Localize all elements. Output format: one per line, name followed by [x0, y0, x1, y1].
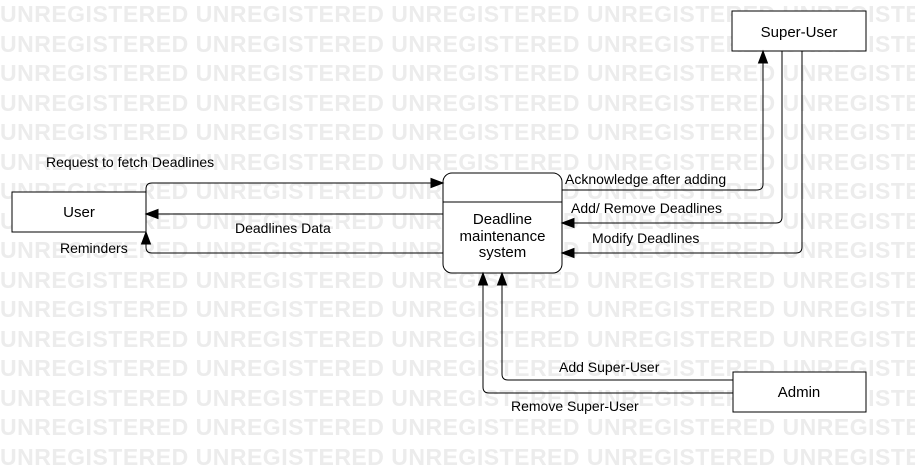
flow-label-reminders: Reminders [60, 240, 128, 256]
watermark-line: UNREGISTERED UNREGISTERED UNREGISTERED U… [0, 443, 915, 465]
process-label-line1: Deadline [473, 211, 532, 228]
super-user-entity-label: Super-User [761, 24, 838, 41]
flow-modify-deadlines: Modify Deadlines [560, 51, 803, 259]
user-entity-label: User [63, 204, 95, 221]
flow-label-request-fetch: Request to fetch Deadlines [46, 154, 214, 170]
user-entity[interactable]: User [11, 191, 147, 233]
flow-label-remove-super-user: Remove Super-User [511, 398, 639, 414]
flow-deadlines-data: Deadlines Data [144, 208, 443, 236]
flow-label-modify-deadlines: Modify Deadlines [592, 230, 699, 246]
watermark-line: UNREGISTERED UNREGISTERED UNREGISTERED U… [0, 325, 915, 352]
flow-reminders: Reminders [60, 230, 443, 256]
flow-label-deadlines-data: Deadlines Data [235, 220, 331, 236]
flow-acknowledge: Acknowledge after adding [562, 49, 769, 191]
flow-label-add-super-user: Add Super-User [559, 359, 660, 375]
flow-request-fetch: Request to fetch Deadlines [46, 154, 445, 200]
super-user-entity[interactable]: Super-User [731, 10, 867, 52]
deadline-maintenance-process[interactable]: Deadline maintenance system [442, 172, 563, 274]
flow-add-super-user: Add Super-User [496, 271, 733, 381]
watermark-line: UNREGISTERED UNREGISTERED UNREGISTERED U… [0, 414, 915, 440]
watermark-line: UNREGISTERED UNREGISTERED UNREGISTERED U… [0, 296, 915, 322]
admin-entity-label: Admin [778, 384, 821, 401]
process-label-line3: system [479, 244, 527, 261]
admin-entity[interactable]: Admin [732, 371, 867, 413]
flow-label-add-remove-deadlines: Add/ Remove Deadlines [571, 200, 722, 216]
flow-remove-super-user: Remove Super-User [477, 271, 733, 414]
flow-add-remove-deadlines: Add/ Remove Deadlines [560, 51, 783, 229]
flow-label-acknowledge: Acknowledge after adding [565, 171, 726, 187]
process-label-line2: maintenance [460, 228, 546, 245]
